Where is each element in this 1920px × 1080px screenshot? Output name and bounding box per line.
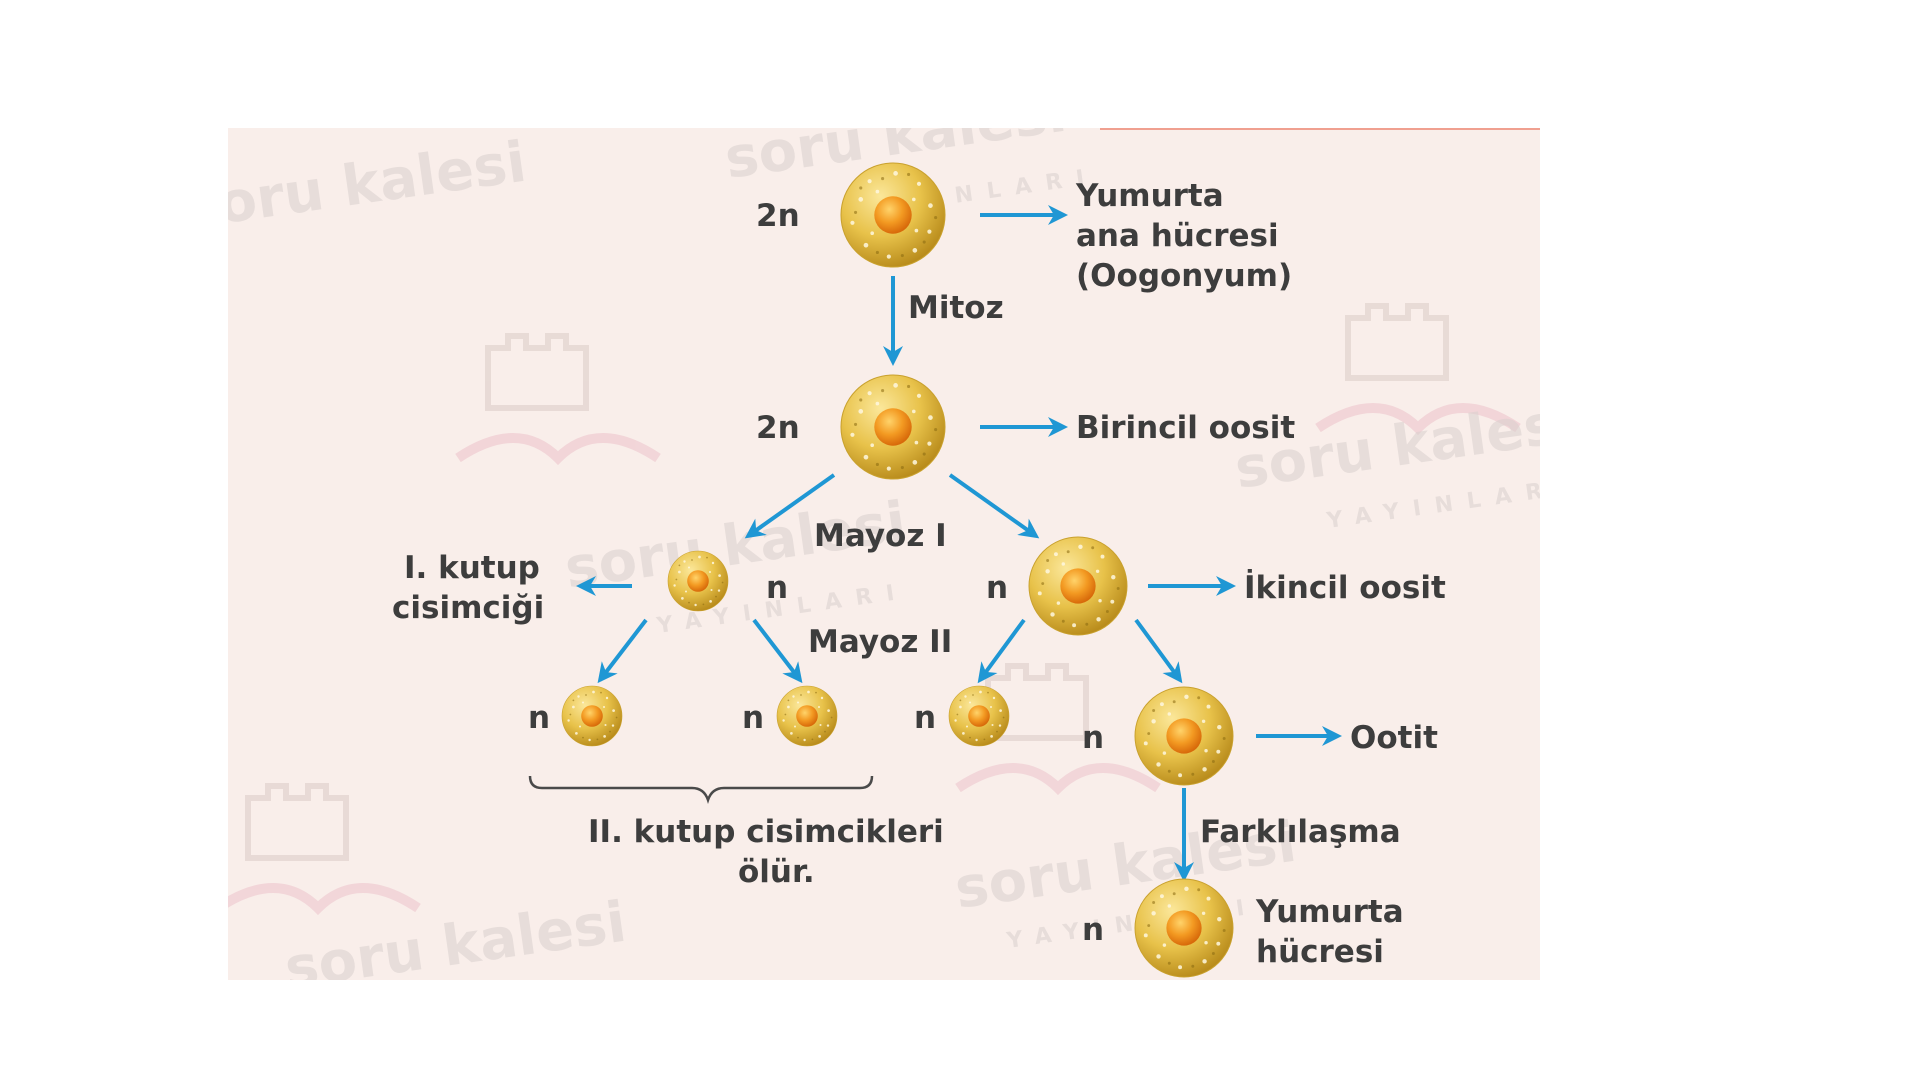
arrow-mayoz2-c [977,618,1026,684]
watermark-logo-icon [228,783,421,916]
cell-polar-body-2c [949,686,1009,746]
arrow-mayoz1-left [744,473,836,539]
label-polar-body-1-line2: cisimciği [392,590,544,626]
label-yumurta-hucresi-line1: Yumurta [1255,894,1404,930]
label-ikincil-oosit: İkincil oosit [1244,570,1446,606]
polar-bodies-brace [528,775,874,804]
label-ootit: Ootit [1350,720,1438,756]
diagram-panel: soru kalesi YAYINLARI soru kalesi soru k… [228,128,1540,980]
arrow-mayoz1-right [948,473,1040,539]
process-mitoz: Mitoz [908,290,1004,326]
watermark-logo-icon [1315,303,1521,436]
arrow-mayoz2-d [1134,618,1183,684]
label-yumurta-hucresi-line2: hücresi [1256,934,1384,970]
arrow-mayoz2-b [752,618,803,684]
label-polar-body-1-line1: I. kutup [404,550,540,586]
cell-ikincil-oosit [1029,537,1127,635]
cell-polar-body-2a [562,686,622,746]
label-birincil-oosit: Birincil oosit [1076,410,1295,446]
ploidy-polar-body-2a: n [528,700,550,736]
label-oogonyum-line2: ana hücresi [1076,218,1279,254]
cell-polar-body-2b [777,686,837,746]
watermark-brand: soru kalesi [228,130,530,242]
ploidy-ootit: n [1082,720,1104,756]
brace-caption-line2: ölür. [738,854,815,890]
ploidy-polar-body-2b: n [742,700,764,736]
arrows [576,205,1342,882]
label-oogonyum-line1: Yumurta [1075,178,1224,214]
ploidy-yumurta-hucresi: n [1082,912,1104,948]
arrow-mayoz2-a [597,618,648,684]
process-mayoz-2: Mayoz II [808,624,952,660]
cell-birincil-oosit [841,375,945,479]
panel-top-accent [1100,128,1540,130]
ploidy-birincil-oosit: 2n [756,410,800,446]
label-oogonyum-line3: (Oogonyum) [1076,258,1292,294]
cell-oogonyum [841,163,945,267]
process-mayoz-1: Mayoz I [814,518,947,554]
ploidy-polar-body-1: n [766,570,788,606]
ploidy-oogonyum: 2n [756,198,800,234]
watermark-logo-icon [955,663,1161,796]
cell-ootit [1135,687,1233,785]
cell-polar-body-1 [668,551,728,611]
labels: 2n Yumurta ana hücresi (Oogonyum) Mitoz … [392,178,1446,970]
cell-yumurta-hucresi [1135,879,1233,977]
process-farklilasma: Farklılaşma [1200,814,1401,850]
brace-caption-line1: II. kutup cisimcikleri [588,814,944,850]
oogenesis-diagram: soru kalesi YAYINLARI soru kalesi soru k… [228,128,1540,980]
watermark-brand: soru kalesi [281,890,630,980]
watermark-logo-icon [455,333,661,466]
ploidy-polar-body-2c: n [914,700,936,736]
ploidy-ikincil-oosit: n [986,570,1008,606]
